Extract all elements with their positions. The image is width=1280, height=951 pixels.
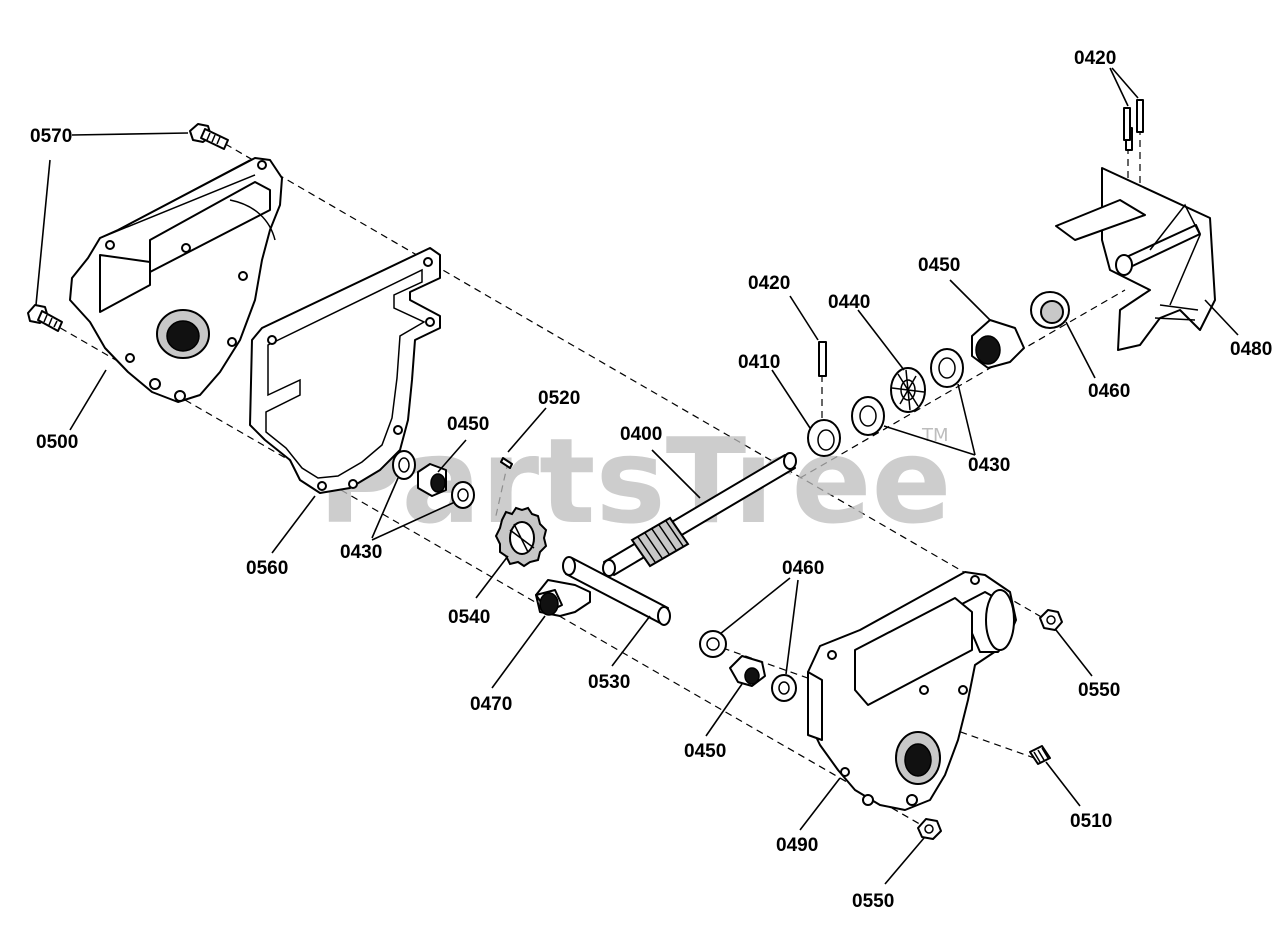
bolt-0570-lower	[27, 304, 63, 332]
callout-0430-left: 0430	[340, 542, 382, 563]
nut-0550-lower	[917, 818, 942, 840]
bearing-0450-right	[971, 319, 1025, 369]
gear-case-half-0500	[69, 157, 283, 403]
callout-0570: 0570	[30, 126, 72, 147]
callout-0450-right: 0450	[918, 255, 960, 276]
leader-lines	[35, 67, 1239, 885]
callout-0470: 0470	[470, 694, 512, 715]
pins-0420-top	[1123, 99, 1144, 141]
callout-0450-lower: 0450	[684, 741, 726, 762]
callout-0460-lower: 0460	[782, 558, 824, 579]
collar-0410	[807, 419, 841, 457]
washer-0430-right-a	[851, 396, 885, 436]
washer-0430-right-b	[930, 348, 964, 388]
callout-0550-upper: 0550	[1078, 680, 1120, 701]
callout-0420-middle: 0420	[748, 273, 790, 294]
callout-0460-right: 0460	[1088, 381, 1130, 402]
pin-0520	[500, 457, 513, 469]
callout-0560: 0560	[246, 558, 288, 579]
washer-0460-lower-b	[771, 674, 797, 702]
bearing-0450-left	[417, 463, 447, 497]
nut-0550-upper	[1039, 609, 1063, 631]
pin-0420-middle	[818, 341, 827, 377]
callout-0540: 0540	[448, 607, 490, 628]
set-screw-0510	[1029, 745, 1051, 765]
washer-0430-left-a	[392, 450, 416, 480]
thrust-bearing-0440	[890, 367, 926, 413]
callout-0510: 0510	[1070, 811, 1112, 832]
callout-0400: 0400	[620, 424, 662, 445]
washer-0430-left-b	[451, 481, 475, 509]
impeller-0480	[1055, 127, 1216, 351]
gasket-0560	[249, 247, 441, 494]
callout-0520: 0520	[538, 388, 580, 409]
washer-0460-lower-a	[699, 630, 727, 658]
callout-0490: 0490	[776, 835, 818, 856]
callout-0410: 0410	[738, 352, 780, 373]
shaft-0530	[562, 556, 671, 626]
washer-0460-right	[1030, 291, 1070, 329]
callout-0500: 0500	[36, 432, 78, 453]
callout-labels: 0420 0570 0500 0560 0430 0450 0520 0540 …	[30, 48, 1272, 912]
callout-0480: 0480	[1230, 339, 1272, 360]
bearing-0470	[535, 579, 591, 617]
gear-0540	[494, 506, 548, 568]
worm-shaft-0400	[602, 452, 797, 577]
gear-case-half-0490	[807, 571, 1017, 811]
callout-0550-lower: 0550	[852, 891, 894, 912]
callout-0450-left: 0450	[447, 414, 489, 435]
callout-0420-top: 0420	[1074, 48, 1116, 69]
callout-0430-right: 0430	[968, 455, 1010, 476]
callout-0530: 0530	[588, 672, 630, 693]
callout-0440: 0440	[828, 292, 870, 313]
bearing-0450-lower	[729, 655, 766, 687]
bolt-0570-upper	[189, 123, 229, 150]
